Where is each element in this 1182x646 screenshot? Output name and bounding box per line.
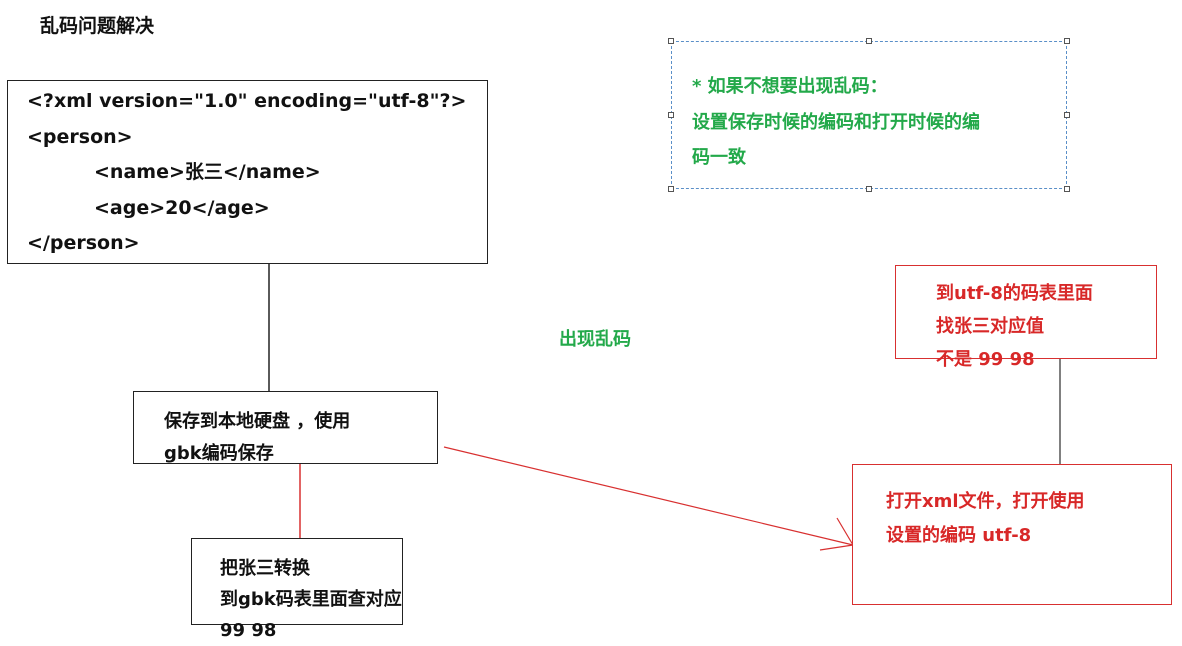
garbled-label: 出现乱码 — [559, 329, 631, 350]
xml-age-line: <age>20</age> — [94, 196, 270, 219]
save-step-line-1: 保存到本地硬盘 ，使用 — [164, 411, 351, 432]
arrowhead — [819, 517, 854, 551]
note-line-3: 码一致 — [692, 147, 746, 168]
save-step-box: 保存到本地硬盘 ，使用 gbk编码保存 — [133, 391, 438, 464]
lookup-step-line-1: 到utf-8的码表里面 — [936, 283, 1093, 304]
save-to-open-arrow — [443, 446, 854, 546]
resize-handle-bottom-right[interactable] — [1064, 186, 1070, 192]
resize-handle-bottom[interactable] — [866, 186, 872, 192]
xml-declaration-line: <?xml version="1.0" encoding="utf-8"?> — [27, 90, 467, 112]
resize-handle-top-right[interactable] — [1064, 38, 1070, 44]
page-title: 乱码问题解决 — [40, 15, 155, 37]
convert-step-line-1: 把张三转换 — [220, 558, 310, 579]
xml-code-box: <?xml version="1.0" encoding="utf-8"?> <… — [7, 80, 488, 264]
lookup-step-line-3: 不是 99 98 — [936, 349, 1035, 370]
resize-handle-left[interactable] — [668, 112, 674, 118]
resize-handle-top-left[interactable] — [668, 38, 674, 44]
note-line-2: 设置保存时候的编码和打开时候的编 — [692, 111, 980, 133]
resize-handle-right[interactable] — [1064, 112, 1070, 118]
resize-handle-bottom-left[interactable] — [668, 186, 674, 192]
open-step-line-2: 设置的编码 utf-8 — [886, 525, 1032, 546]
resize-handle-top[interactable] — [866, 38, 872, 44]
xml-person-close-line: </person> — [27, 232, 140, 254]
xml-name-line: <name>张三</name> — [94, 161, 321, 183]
convert-step-box: 把张三转换 到gbk码表里面查对应 99 98 — [191, 538, 403, 641]
xml-person-open-line: <person> — [27, 125, 133, 148]
open-step-line-1: 打开xml文件，打开使用 — [886, 491, 1085, 512]
convert-step-line-2: 到gbk码表里面查对应 — [220, 589, 402, 610]
convert-step-line-3: 99 98 — [220, 620, 277, 641]
lookup-step-line-2: 找张三对应值 — [936, 316, 1044, 337]
lookup-step-box: 到utf-8的码表里面 找张三对应值 不是 99 98 — [895, 265, 1157, 370]
note-textbox[interactable]: * 如果不想要出现乱码： 设置保存时候的编码和打开时候的编 码一致 — [671, 41, 1067, 189]
note-line-1: * 如果不想要出现乱码： — [692, 76, 888, 97]
save-step-line-2: gbk编码保存 — [164, 443, 274, 464]
open-step-box: 打开xml文件，打开使用 设置的编码 utf-8 — [852, 464, 1172, 605]
